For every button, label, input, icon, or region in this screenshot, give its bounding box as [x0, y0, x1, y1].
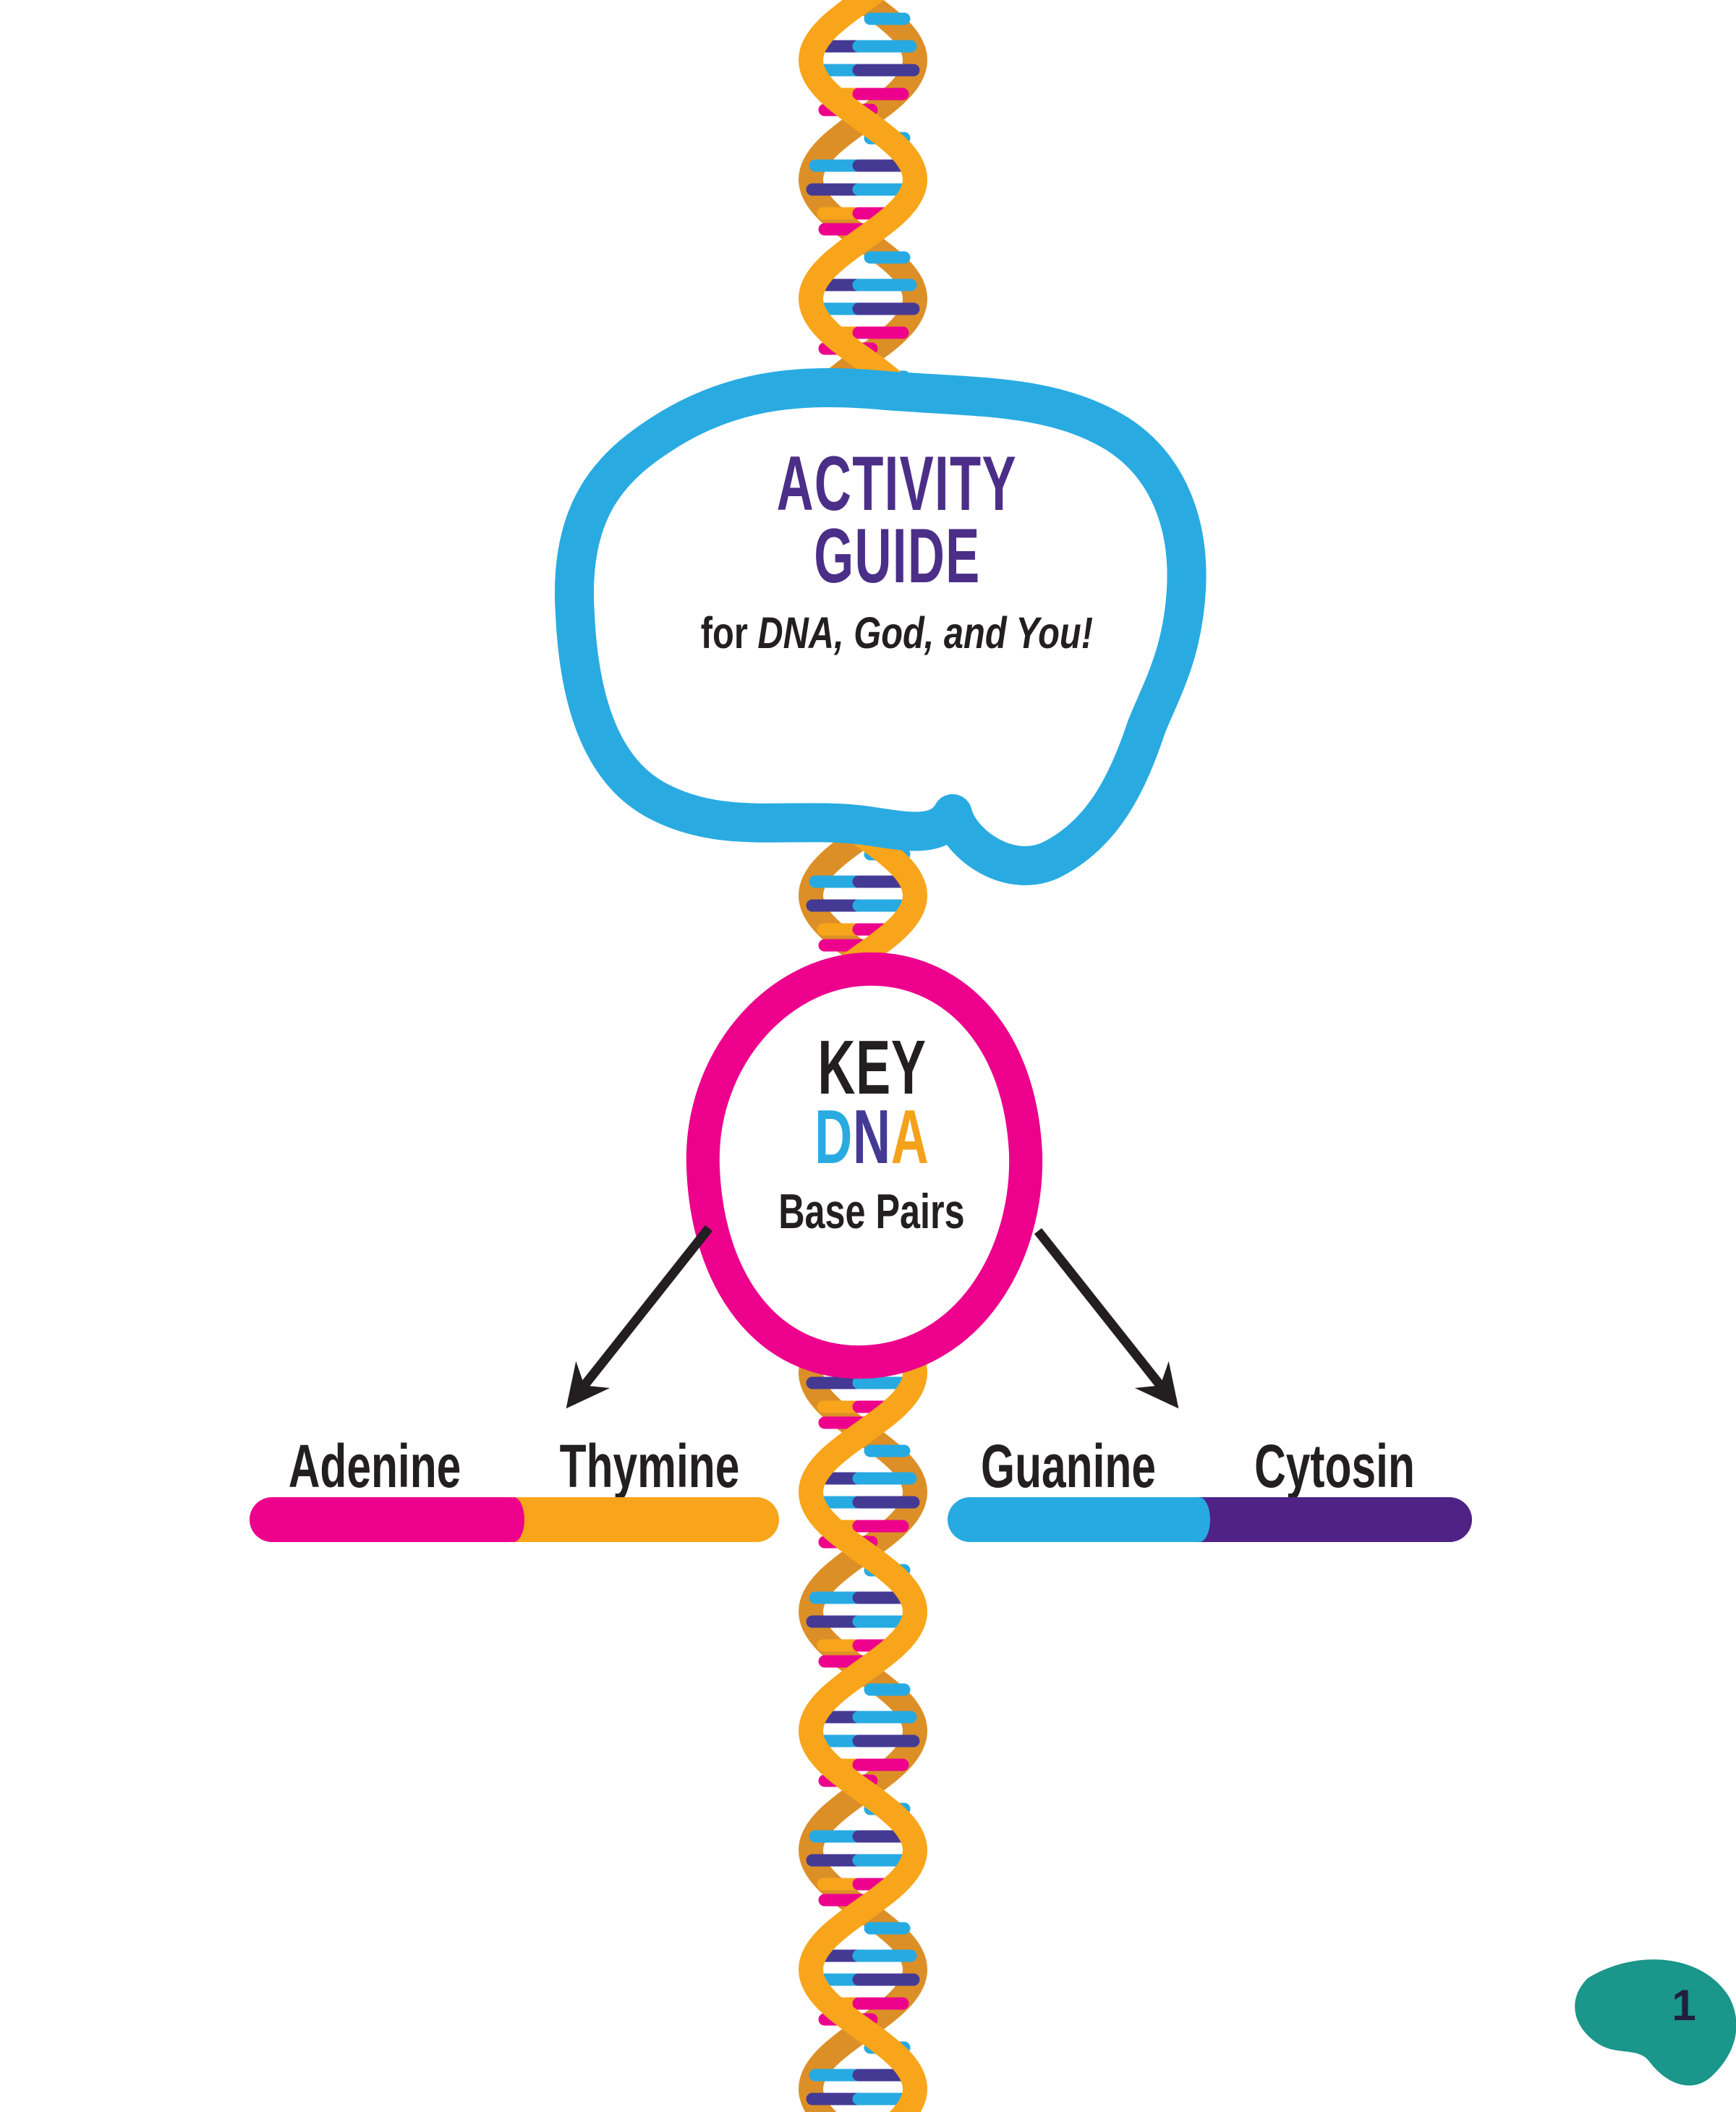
key-bubble-outline: [686, 952, 1043, 1379]
key-letter-d: D: [814, 1094, 853, 1180]
guanine-bar-segment: [948, 1497, 1197, 1542]
key-heading-text: KEY: [817, 1025, 927, 1110]
key-arrows: [566, 1225, 1179, 1409]
subtitle-prefix: for: [700, 608, 758, 657]
label-thymine: Thymine: [559, 1432, 740, 1500]
adenine-thymine-bar: [250, 1497, 779, 1542]
key-bubble-shape: [686, 952, 1043, 1379]
key-subheading: Base Pairs: [691, 1183, 1052, 1240]
adenine-bar-segment: [250, 1497, 511, 1542]
key-subheading-text: Base Pairs: [778, 1184, 965, 1239]
page-number-blob: [1575, 1959, 1736, 2086]
key-acronym: DNA: [691, 1099, 1052, 1175]
label-guanine: Guanine: [981, 1432, 1156, 1500]
subtitle-book-title: DNA, God, and You!: [757, 608, 1094, 657]
page-number-blob-shape: [1575, 1959, 1736, 2086]
page-title-text2: GUIDE: [813, 512, 981, 599]
key-heading: KEY: [691, 1025, 1052, 1110]
page-number: 1: [1648, 1980, 1720, 2030]
key-letter-n: N: [852, 1094, 891, 1180]
guanine-cytosin-bar: [948, 1497, 1472, 1542]
title-bubble-shape: [554, 368, 1207, 885]
guanine-bar-nub: [1188, 1497, 1210, 1542]
page-number-text: 1: [1672, 1981, 1696, 2030]
key-letter-a: A: [890, 1094, 929, 1180]
arrow-to-guanine-cytosin: [1034, 1227, 1179, 1409]
cytosin-bar-segment: [1186, 1497, 1472, 1542]
key-bubble: KEY DNA Base Pairs: [691, 1025, 1052, 1240]
title-bubble: ACTIVITY GUIDE for DNA, God, and You!: [608, 440, 1186, 658]
page-title-line1: ACTIVITY: [608, 440, 1186, 527]
page-title-line2: GUIDE: [608, 512, 1186, 599]
page-title-text1: ACTIVITY: [776, 440, 1018, 527]
thymine-bar-segment: [501, 1497, 779, 1542]
label-cytosin: Cytosin: [1254, 1432, 1415, 1500]
adenine-bar-nub: [503, 1497, 524, 1542]
page-subtitle: for DNA, God, and You!: [608, 608, 1186, 658]
label-adenine: Adenine: [288, 1432, 461, 1500]
arrow-to-adenine-thymine: [566, 1225, 713, 1409]
title-bubble-outline: [554, 368, 1207, 885]
